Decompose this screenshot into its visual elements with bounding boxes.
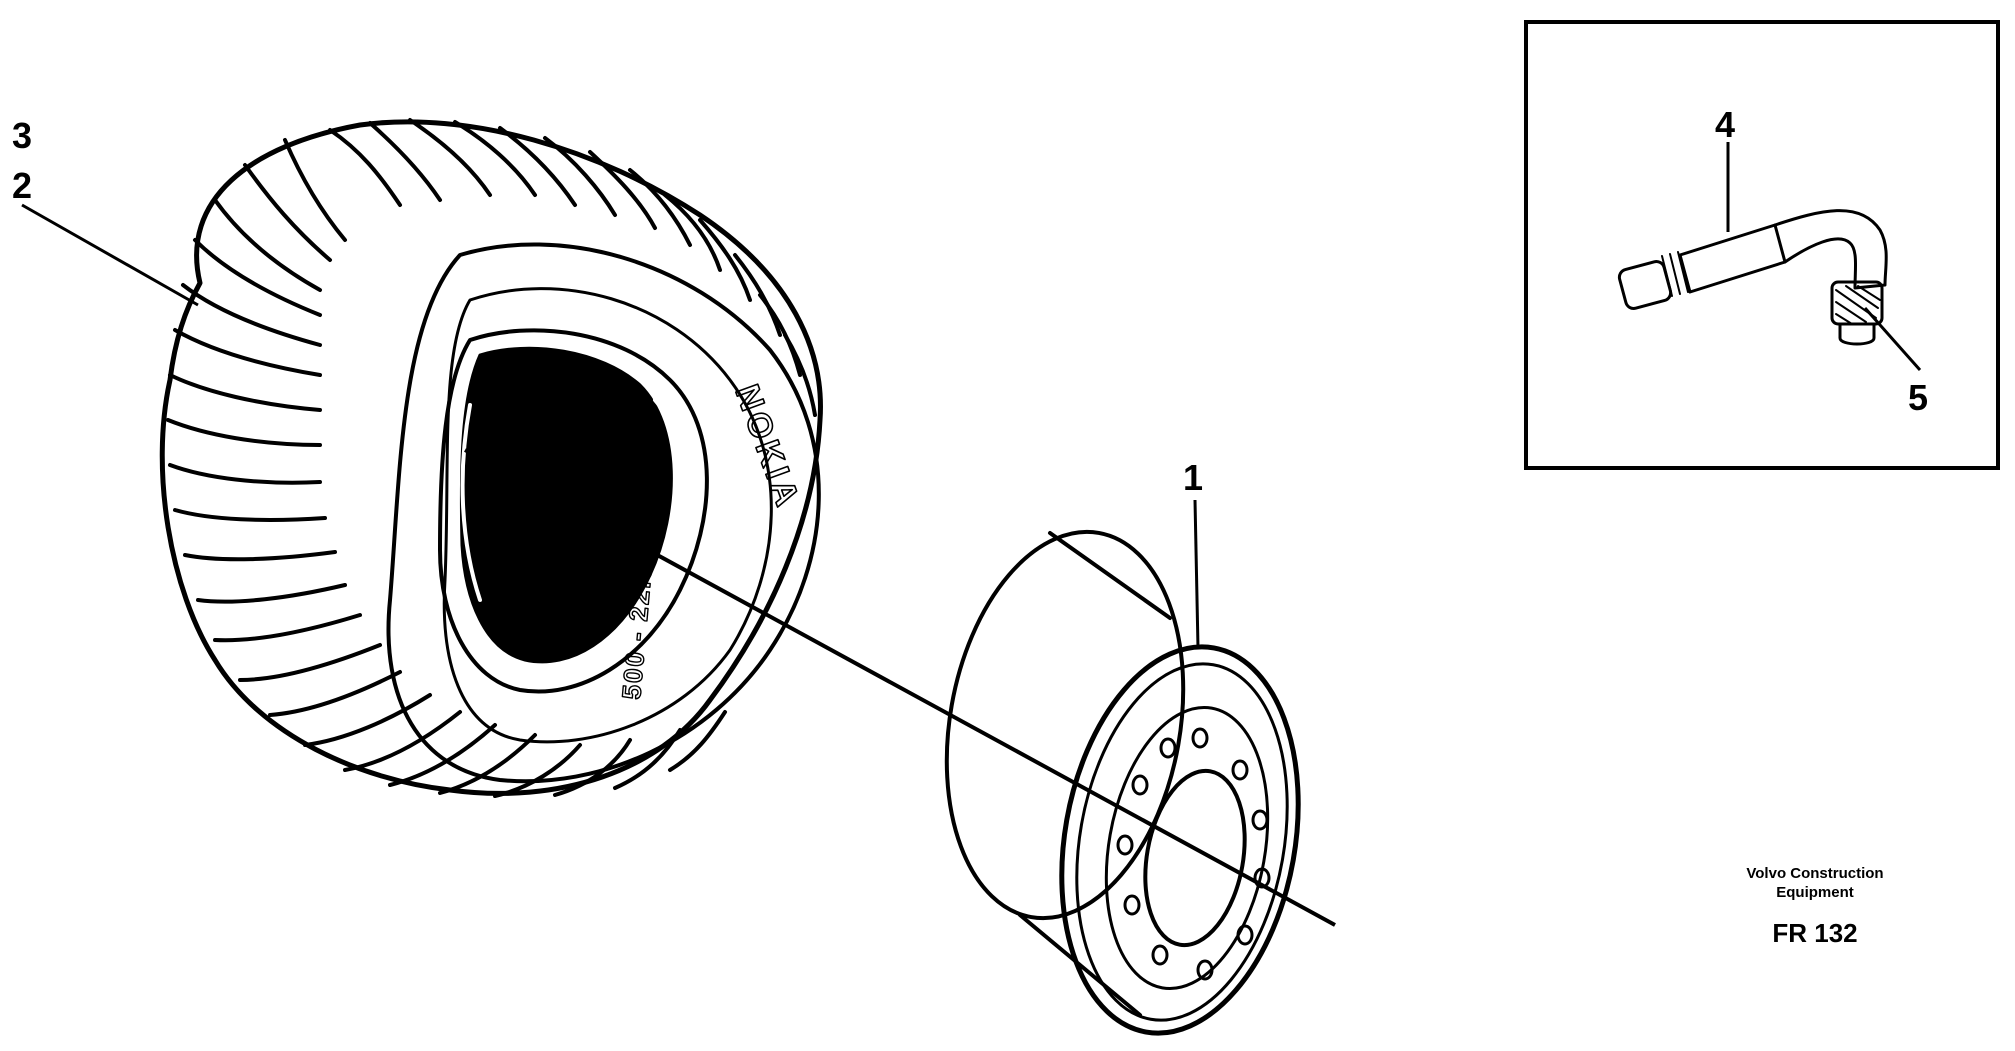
rim-back-flange	[944, 529, 1186, 921]
valve-nut	[1830, 280, 1884, 326]
callout-2: 2	[12, 165, 32, 206]
tire-drawing: NOKIA 500 - 22.5	[159, 118, 823, 798]
rim-front-flange-outer	[1059, 644, 1301, 1036]
valve-nut-hatch	[1835, 285, 1881, 325]
figure-id: FR 132	[1772, 918, 1858, 948]
rim-bolt-holes	[1116, 727, 1271, 981]
inset-frame	[1524, 20, 2000, 470]
tire-tread-lugs	[166, 118, 817, 798]
rim-center-bore	[1143, 768, 1247, 948]
tire-bore-highlight	[460, 403, 482, 602]
leader-line-5	[1863, 307, 1922, 371]
leader-line-1	[1193, 499, 1200, 649]
rim-barrel-top	[1048, 531, 1172, 620]
company-caption: Volvo Construction Equipment	[1670, 864, 1960, 902]
tire-outline	[159, 119, 823, 796]
rim-disc	[1104, 706, 1270, 990]
valve-drawing	[1617, 209, 1888, 346]
rim-front-flange-inner	[1075, 662, 1289, 1022]
valve-elbow	[1773, 209, 1888, 290]
tire-sidewall-inner	[442, 287, 773, 744]
callout-leaders	[21, 203, 1200, 649]
tire-brand-label: NOKIA	[727, 380, 807, 515]
company-line-2: Equipment	[1776, 884, 1854, 901]
tire-bore-highlight-2	[653, 398, 688, 522]
leader-line-2	[21, 203, 199, 307]
callout-4: 4	[1715, 104, 1735, 145]
company-line-1: Volvo Construction	[1746, 865, 1884, 882]
valve-base	[1838, 322, 1876, 346]
callout-3: 3	[12, 115, 32, 156]
tire-sidewall-outer	[386, 242, 821, 784]
rim-barrel-bottom	[1018, 913, 1142, 1017]
valve-inset: 4 5	[1524, 20, 2000, 470]
callout-5: 5	[1908, 377, 1928, 418]
assembly-axis-line	[464, 448, 1336, 927]
callout-1: 1	[1183, 457, 1203, 498]
tire-bead-outer	[438, 328, 709, 694]
rim-drawing	[944, 529, 1301, 1036]
